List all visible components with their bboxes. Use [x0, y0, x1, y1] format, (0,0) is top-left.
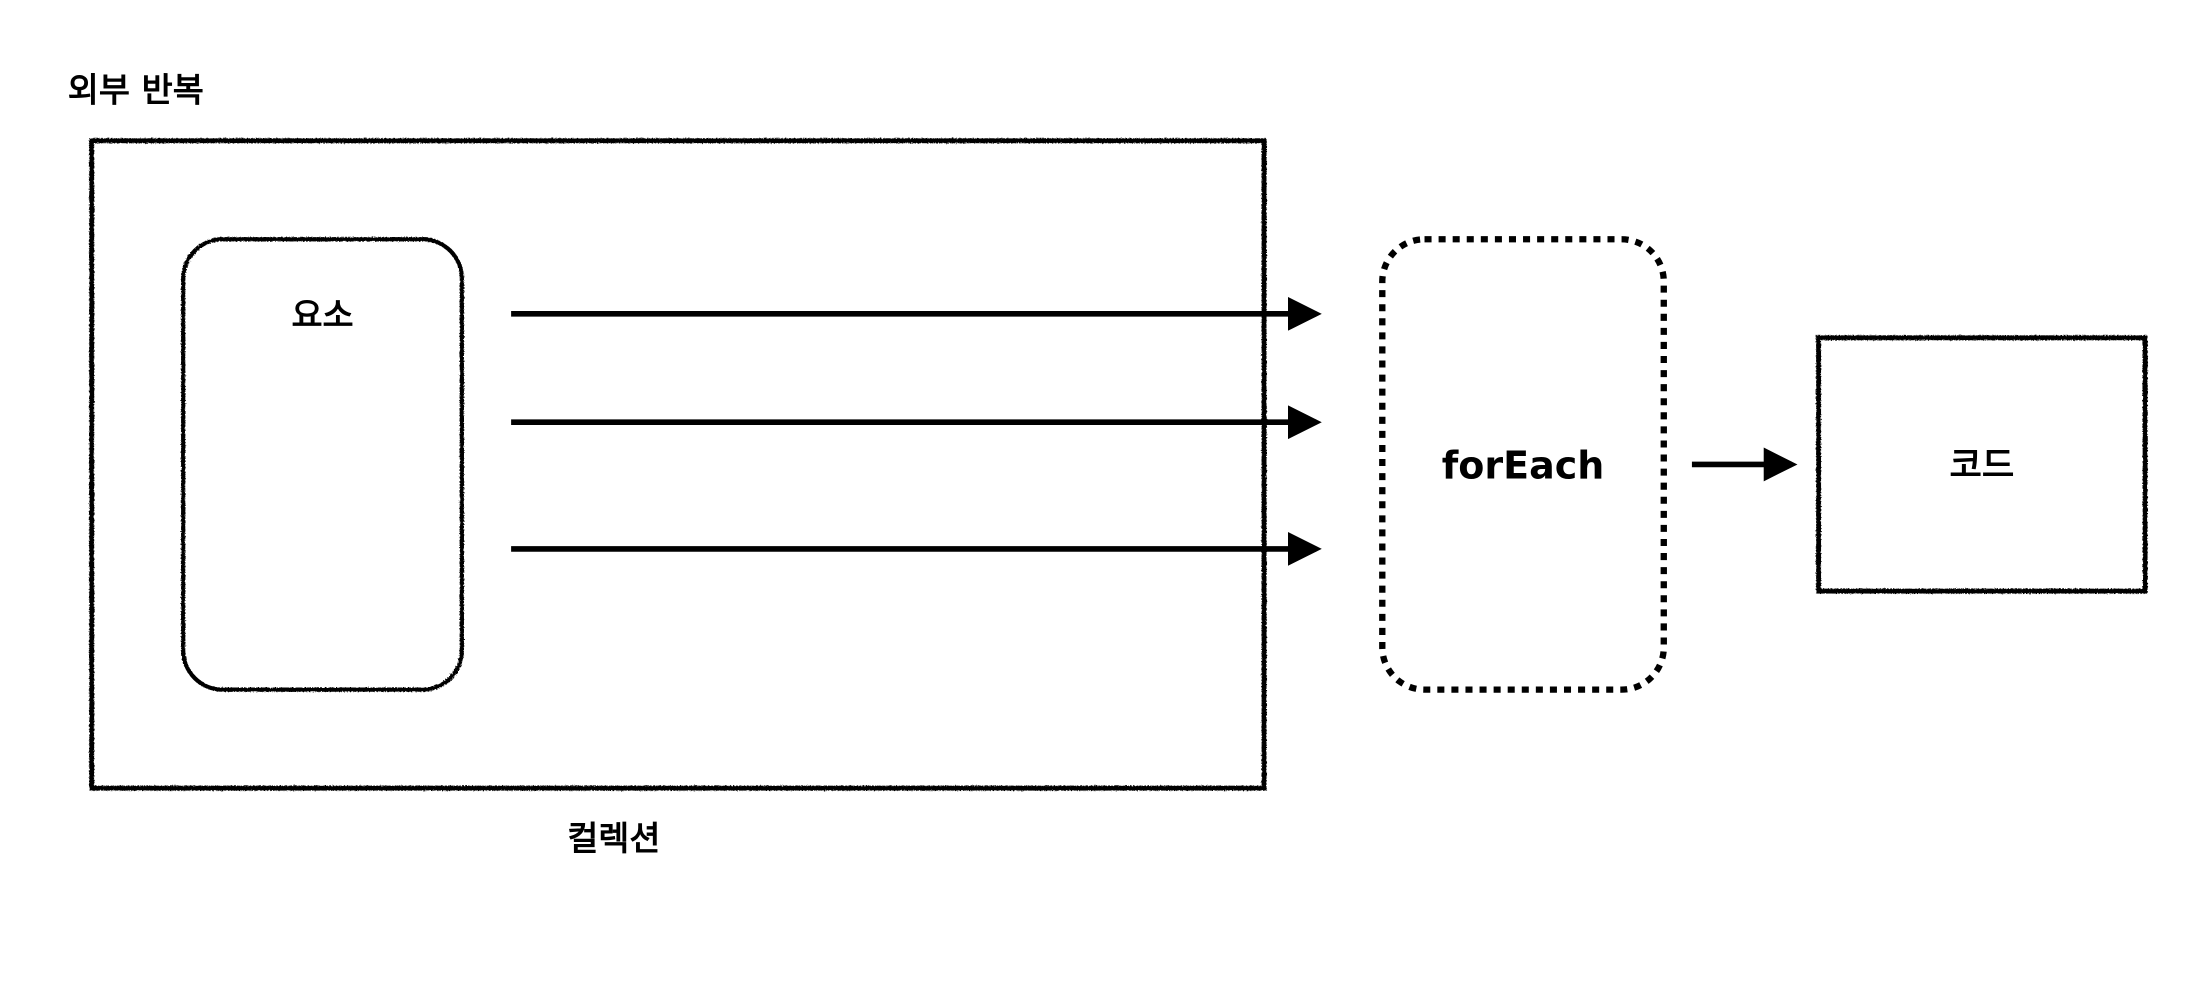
code-label: 코드 — [1949, 445, 2014, 486]
foreach-box — [1379, 236, 1667, 693]
foreach-label: forEach — [1442, 444, 1605, 488]
element-box — [181, 237, 464, 692]
collection-label: 컬렉션 — [567, 819, 660, 858]
code-box — [1816, 335, 2148, 594]
diagram-title: 외부 반복 — [68, 70, 204, 109]
collection-box — [89, 138, 1267, 791]
element-label: 요소 — [291, 296, 353, 335]
